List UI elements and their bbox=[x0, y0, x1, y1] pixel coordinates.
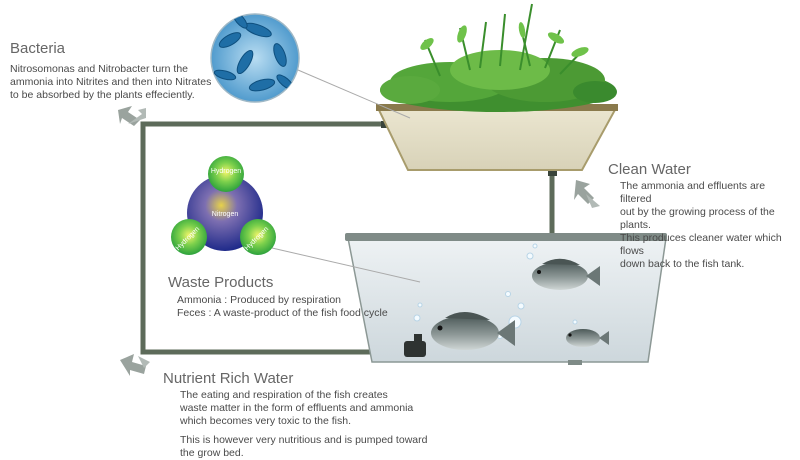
bacteria-section: Bacteria bbox=[10, 40, 65, 57]
plants bbox=[380, 3, 617, 112]
nitrogen-label: Nitrogen bbox=[212, 211, 239, 218]
pipe-joint bbox=[548, 168, 557, 176]
hydrogen-label: Hydrogen bbox=[211, 168, 241, 175]
nutrient-water-text-1: The eating and respiration of the fish c… bbox=[180, 389, 414, 427]
nutrient-water-text-2: This is however very nutritious and is p… bbox=[180, 434, 428, 459]
hydrogen-atom bbox=[240, 219, 276, 255]
nutrient-water-title: Nutrient Rich Water bbox=[163, 370, 294, 387]
waste-pointer-line bbox=[271, 247, 421, 283]
flow-arrow-icon bbox=[574, 180, 600, 208]
clean-water-title: Clean Water bbox=[608, 161, 691, 178]
fish-medium bbox=[532, 258, 600, 290]
waste-products-title: Waste Products bbox=[168, 274, 274, 291]
fish-large bbox=[431, 311, 515, 350]
bacteria-title: Bacteria bbox=[10, 40, 66, 57]
waste-item-feces: Feces : A waste-product of the fish food… bbox=[177, 307, 388, 319]
molecule-diagram: Nitrogen Hydrogen Hydrogen Hydrogen bbox=[171, 156, 276, 255]
bacteria-text: Nitrosomonas and Nitrobacter turn the am… bbox=[10, 63, 212, 101]
clean-water-text: The ammonia and effluents are filtered o… bbox=[620, 180, 782, 270]
bacteria-pointer-line bbox=[297, 69, 411, 119]
pump bbox=[404, 334, 426, 357]
waste-products-list: Ammonia : Produced by respiration Feces … bbox=[177, 294, 417, 320]
flow-arrow-icon bbox=[120, 354, 150, 376]
grow-bed bbox=[376, 104, 618, 171]
fish-small bbox=[566, 329, 609, 347]
pipe-loop bbox=[140, 121, 555, 355]
hydrogen-atom bbox=[171, 219, 207, 255]
hydrogen-atom bbox=[208, 156, 244, 192]
bacteria-image bbox=[210, 13, 300, 103]
flow-arrow-icon bbox=[118, 106, 146, 126]
waste-item-ammonia: Ammonia : Produced by respiration bbox=[177, 294, 341, 306]
